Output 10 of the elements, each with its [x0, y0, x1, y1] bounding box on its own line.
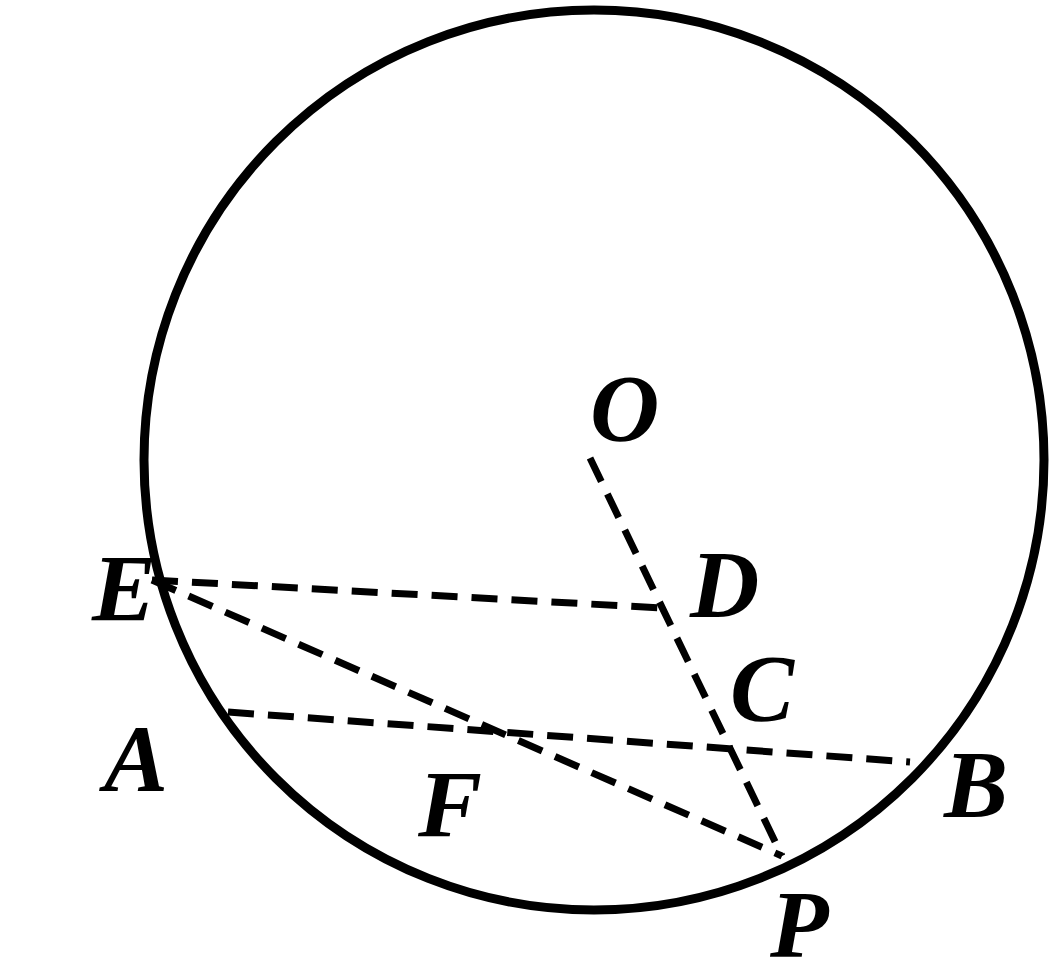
- dashed-line: [150, 576, 784, 860]
- point-label: E: [88, 552, 161, 627]
- point-label: O: [586, 372, 664, 447]
- point-label: B: [940, 748, 1013, 823]
- point-label: P: [766, 888, 833, 963]
- dashed-line: [586, 456, 786, 858]
- point-label: F: [417, 768, 484, 843]
- point-label: C: [729, 652, 796, 727]
- point-label: D: [686, 548, 764, 623]
- point-label: A: [100, 722, 173, 797]
